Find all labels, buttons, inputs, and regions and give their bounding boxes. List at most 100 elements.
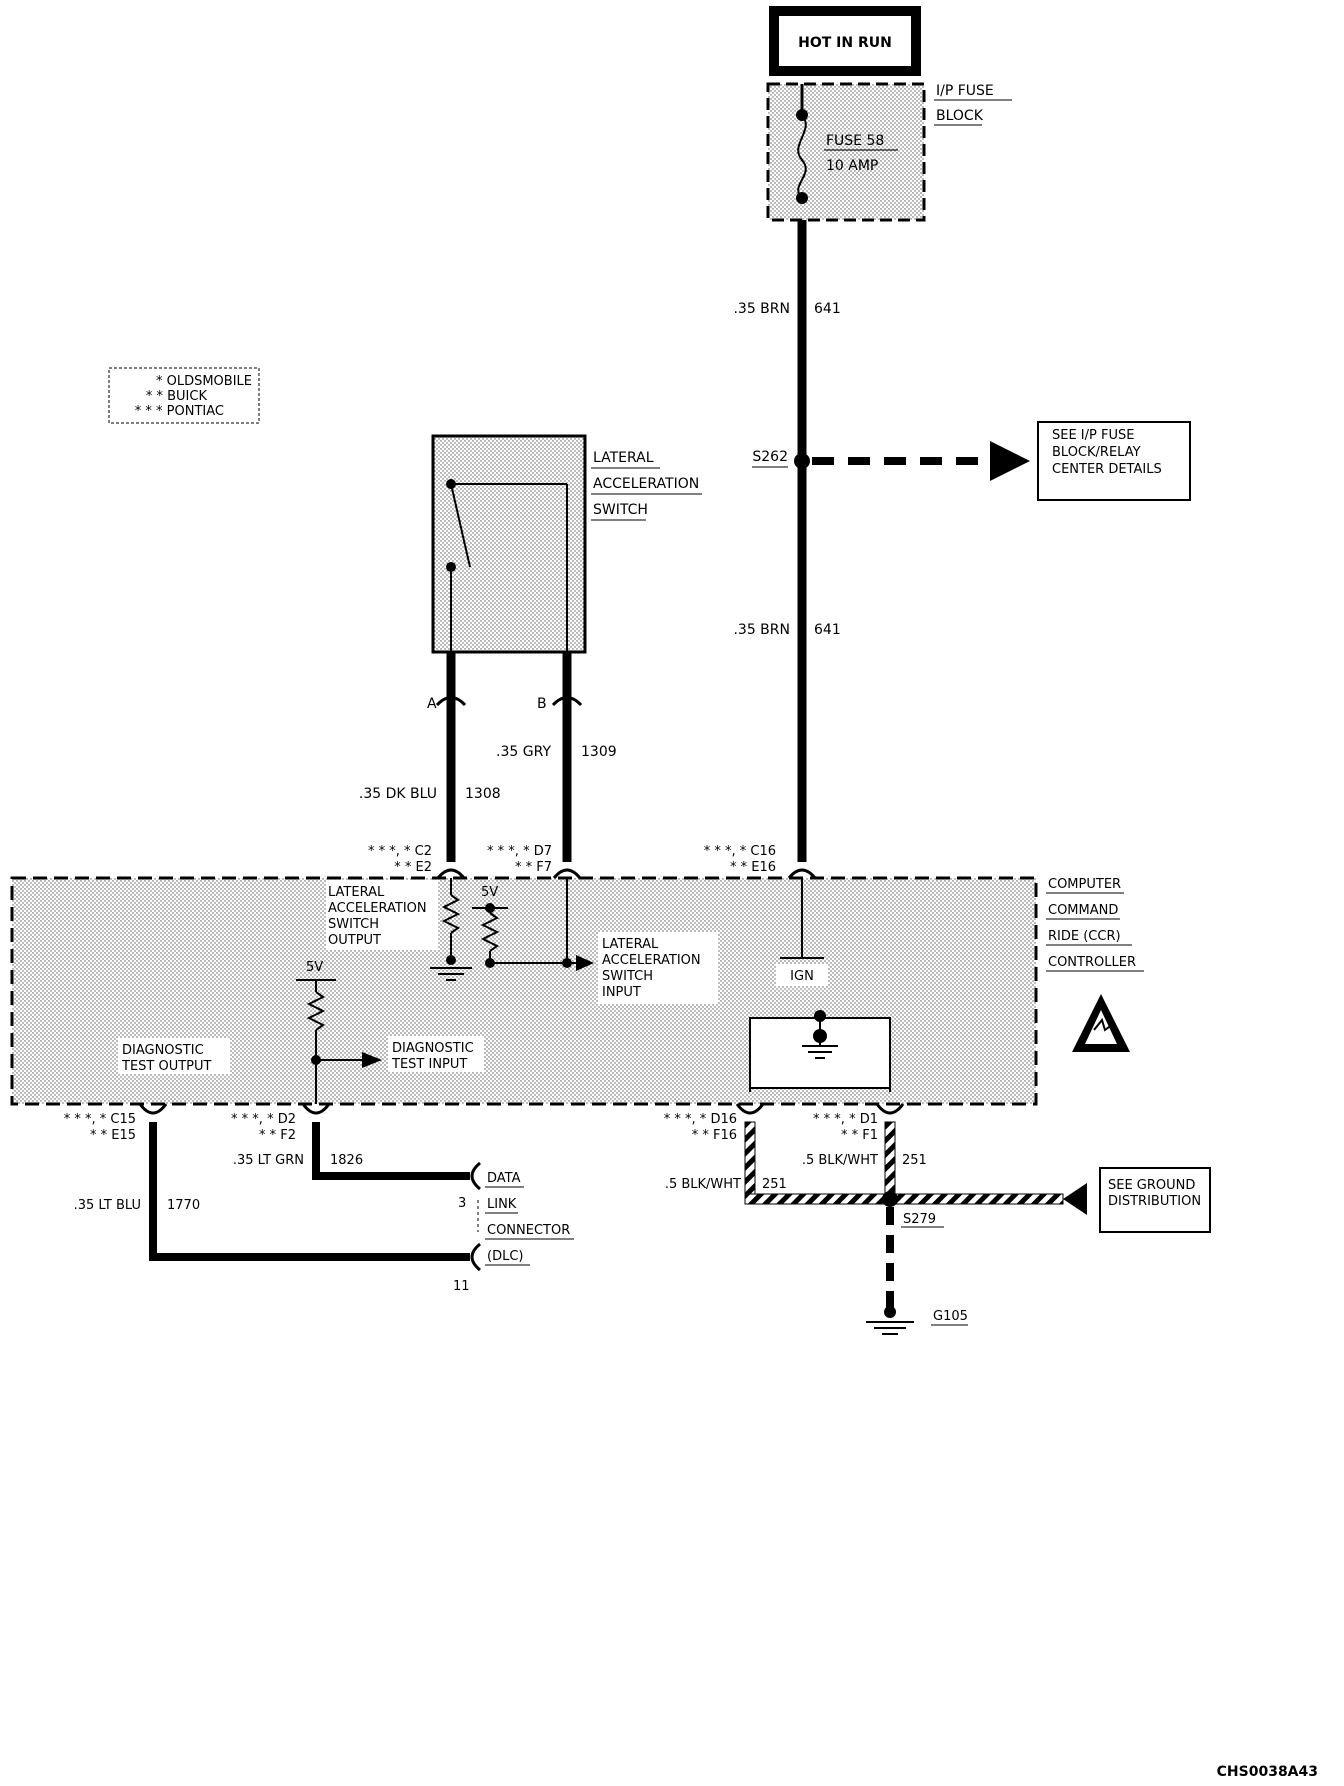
switch-input-label-bg (598, 932, 718, 1004)
switch-label-3: SWITCH (593, 502, 648, 518)
switch-input-label-1: LATERAL (602, 937, 659, 952)
connector-a-label: A (427, 696, 437, 712)
fuse-ref-line2: BLOCK/RELAY (1052, 445, 1141, 460)
splice-s262 (794, 453, 810, 469)
esd-sensitive-icon (1072, 994, 1130, 1052)
wire-641-gauge-lower: .35 BRN (733, 622, 790, 638)
ground-ref-line2: DISTRIBUTION (1108, 1194, 1201, 1209)
switch-output-label-2: ACCELERATION (328, 901, 427, 916)
ground-ref-line1: SEE GROUND (1108, 1178, 1195, 1193)
pin-d2-connector (301, 1103, 331, 1115)
wire-1309-circuit: 1309 (581, 744, 617, 760)
wire-641-circuit-upper: 641 (814, 301, 841, 317)
controller-label-4: CONTROLLER (1048, 955, 1136, 970)
wire-1826-circuit: 1826 (330, 1153, 363, 1168)
pin-d1-label: * * *, * D1 (813, 1112, 878, 1127)
connector-a (435, 696, 467, 707)
wire-251-horizontal (744, 1193, 1064, 1205)
wire-1308-gauge: .35 DK BLU (359, 786, 437, 802)
pin-c15-connector (138, 1103, 168, 1115)
pin-f16-label: * * F16 (692, 1128, 737, 1143)
switch-output-label-3: SWITCH (328, 917, 379, 932)
pin-d1-connector (875, 1103, 905, 1115)
switch-input-label-3: SWITCH (602, 969, 653, 984)
diag-input-arrow-icon (362, 1052, 382, 1068)
ground-ref-arrow-icon (1063, 1183, 1087, 1215)
wire-251-right-gauge: .5 BLK/WHT (802, 1153, 878, 1168)
fuse-block-label: I/P FUSE (936, 83, 994, 99)
connector-b (551, 696, 583, 707)
controller-label-1: COMPUTER (1048, 877, 1121, 892)
switch-input-arrow-icon (576, 955, 594, 971)
pin-e15-label: * * E15 (90, 1128, 136, 1143)
switch-input-label-4: INPUT (602, 985, 641, 1000)
voltage-5v-a: 5V (481, 885, 498, 900)
pin-d16-connector (735, 1103, 765, 1115)
drawing-id: CHS0038A43 (1217, 1764, 1318, 1780)
wire-1826-gauge: .35 LT GRN (233, 1153, 304, 1168)
fuse-ref-line1: SEE I/P FUSE (1052, 428, 1134, 443)
pin-d7-connector (552, 868, 582, 879)
switch-label-2: ACCELERATION (593, 476, 699, 492)
diag-input-label-2: TEST INPUT (391, 1057, 467, 1072)
ip-fuse-block: FUSE 58 10 AMP (766, 82, 926, 222)
pullup-resistor-3 (306, 991, 326, 1031)
pin-f1-label: * * F1 (841, 1128, 878, 1143)
diag-output-label-2: TEST OUTPUT (121, 1059, 212, 1074)
hot-in-run-box: HOT IN RUN (769, 6, 921, 76)
manufacturer-legend: * OLDSMOBILE * * BUICK * * * PONTIAC (108, 367, 260, 424)
splice-s279 (882, 1191, 898, 1207)
pin-c15-label: * * *, * C15 (64, 1112, 136, 1127)
pin-e16-label: * * E16 (730, 860, 776, 875)
controller-label-3: RIDE (CCR) (1048, 929, 1121, 944)
dlc-pin-11-label: 11 (453, 1279, 470, 1294)
dlc-label-3: CONNECTOR (487, 1223, 570, 1238)
pin-d16-label: * * *, * D16 (664, 1112, 737, 1127)
controller-label-2: COMMAND (1048, 903, 1118, 918)
diag-input-label-bg (388, 1036, 484, 1072)
ground-ref-box (1099, 1167, 1211, 1233)
fuse-element (797, 114, 807, 199)
wire-251-right (884, 1121, 896, 1201)
pin-e2-label: * * E2 (394, 860, 432, 875)
dlc-pin-11-connector (470, 1242, 481, 1272)
wire-1309-gauge: .35 GRY (496, 744, 551, 760)
wire-641-circuit-lower: 641 (814, 622, 841, 638)
wire-251-left-circuit: 251 (762, 1177, 787, 1192)
splice-s262-label: S262 (752, 449, 788, 465)
voltage-5v-b: 5V (306, 960, 323, 975)
connector-b-label: B (537, 696, 547, 712)
dlc-pin-3-connector (470, 1161, 481, 1191)
pin-f7-label: * * F7 (515, 860, 552, 875)
wire-641-gauge-upper: .35 BRN (733, 301, 790, 317)
switch-output-label-1: LATERAL (328, 885, 385, 900)
fuse-block-label-2: BLOCK (936, 108, 984, 124)
wire-1770-circuit: 1770 (167, 1198, 200, 1213)
pin-c2-label: * * *, * C2 (368, 844, 432, 859)
pin-c2-connector (436, 868, 466, 879)
wire-1308-circuit: 1308 (465, 786, 501, 802)
legend-buick: * * BUICK (146, 389, 208, 404)
hot-in-run-label: HOT IN RUN (798, 35, 892, 51)
lateral-acceleration-switch (431, 434, 587, 654)
legend-oldsmobile: * OLDSMOBILE (156, 374, 252, 389)
fuse-ref-line3: CENTER DETAILS (1052, 462, 1162, 477)
diag-input-label-1: DIAGNOSTIC (392, 1041, 474, 1056)
fuse-ref-box (1037, 421, 1191, 501)
diag-output-label-bg (118, 1038, 230, 1074)
pin-c16-label: * * *, * C16 (704, 844, 776, 859)
wire-251-left-gauge: .5 BLK/WHT (665, 1177, 741, 1192)
dlc-label-4: (DLC) (487, 1249, 523, 1264)
dlc-pin-3-label: 3 (458, 1196, 466, 1211)
pullup-resistor-2 (480, 912, 500, 952)
legend-pontiac: * * * PONTIAC (135, 404, 224, 419)
pullup-resistor-1 (441, 894, 461, 934)
fuse-name: FUSE 58 (826, 133, 884, 149)
pin-d7-label: * * *, * D7 (487, 844, 552, 859)
switch-label-1: LATERAL (593, 450, 654, 466)
switch-input-label-2: ACCELERATION (602, 953, 701, 968)
pin-f2-label: * * F2 (259, 1128, 296, 1143)
dlc-label-2: LINK (487, 1197, 517, 1212)
pin-d2-label: * * *, * D2 (231, 1112, 296, 1127)
